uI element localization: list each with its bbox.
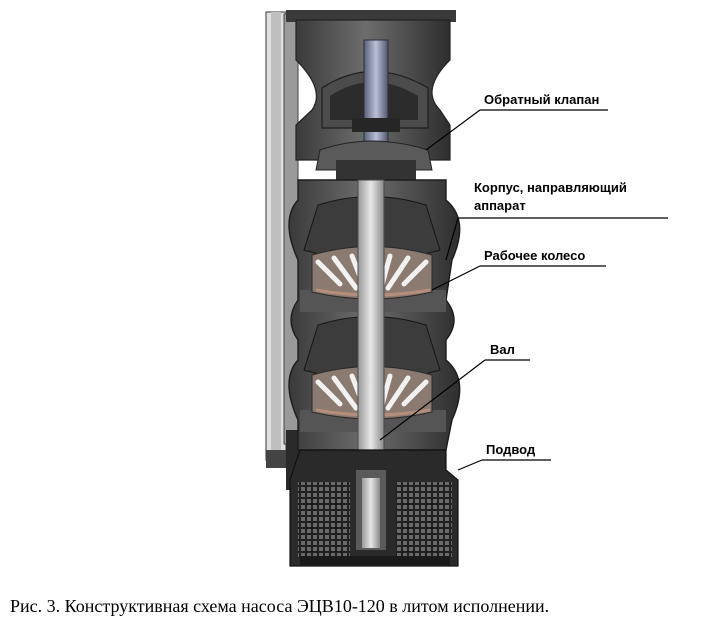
- label-shaft: Вал: [490, 342, 515, 357]
- inlet-section: [289, 449, 459, 567]
- label-check-valve: Обратный клапан: [484, 92, 600, 107]
- check-valve: [315, 39, 433, 182]
- label-housing-line2: аппарат: [474, 198, 526, 213]
- label-inlet: Подвод: [486, 442, 536, 457]
- callout-leaders: [379, 109, 668, 471]
- figure-caption: Рис. 3. Конструктивная схема насоса ЭЦВ1…: [10, 596, 550, 616]
- label-impeller: Рабочее колесо: [484, 248, 586, 263]
- pump-outer-casing: [265, 11, 312, 490]
- label-housing-line1: Корпус, направляющий: [474, 180, 627, 195]
